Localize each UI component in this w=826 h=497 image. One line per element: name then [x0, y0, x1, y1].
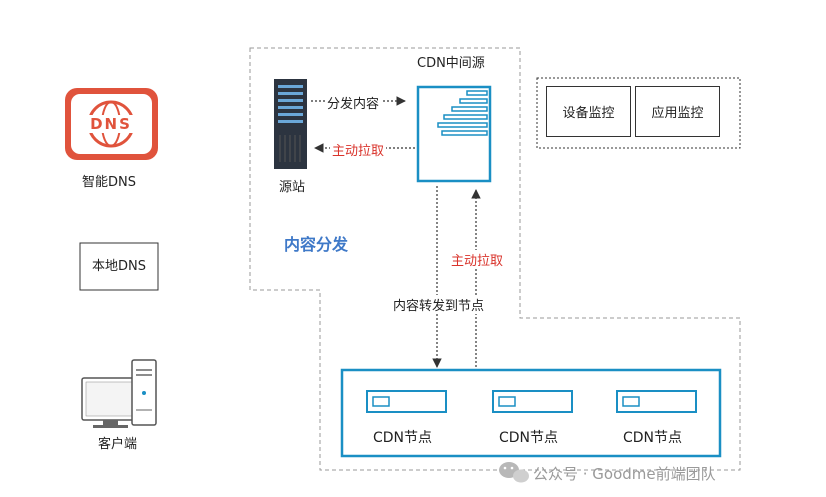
- cdn-node-icon: [616, 390, 697, 413]
- dns-logo-text: DNS: [90, 115, 132, 133]
- distribute-label: 分发内容: [325, 93, 382, 112]
- client-label: 客户端: [98, 437, 138, 452]
- region-outline: [249, 47, 741, 471]
- local-dns-label: 本地DNS: [92, 259, 146, 274]
- cdn-node-icon: [366, 390, 447, 413]
- monitor-outline: [536, 77, 741, 149]
- cdn-node-icon: [492, 390, 573, 413]
- smart-dns-label: 智能DNS: [82, 175, 136, 190]
- region-title: 内容分发: [284, 235, 349, 254]
- forward-label: 内容转发到节点: [391, 295, 487, 314]
- pull-label-right: 主动拉取: [450, 250, 505, 269]
- cdn-node-label: CDN节点: [373, 430, 433, 446]
- cdn-mid-source-icon: [416, 85, 492, 183]
- pull-label-top: 主动拉取: [330, 140, 387, 159]
- wechat-icon: [499, 462, 529, 483]
- cdn-mid-source-label: CDN中间源: [417, 56, 485, 71]
- dns-logo-icon: [65, 88, 158, 160]
- device-monitor-box: 设备监控: [546, 86, 631, 137]
- origin-label: 源站: [279, 180, 306, 195]
- watermark-text: 公众号 · Goodme前端团队: [533, 465, 716, 483]
- cdn-node-label: CDN节点: [499, 430, 559, 446]
- computer-icon: [81, 359, 157, 428]
- server-icon: [274, 79, 307, 169]
- cdn-node-label: CDN节点: [623, 430, 683, 446]
- local-dns-box: [79, 242, 159, 291]
- app-monitor-box: 应用监控: [635, 86, 720, 137]
